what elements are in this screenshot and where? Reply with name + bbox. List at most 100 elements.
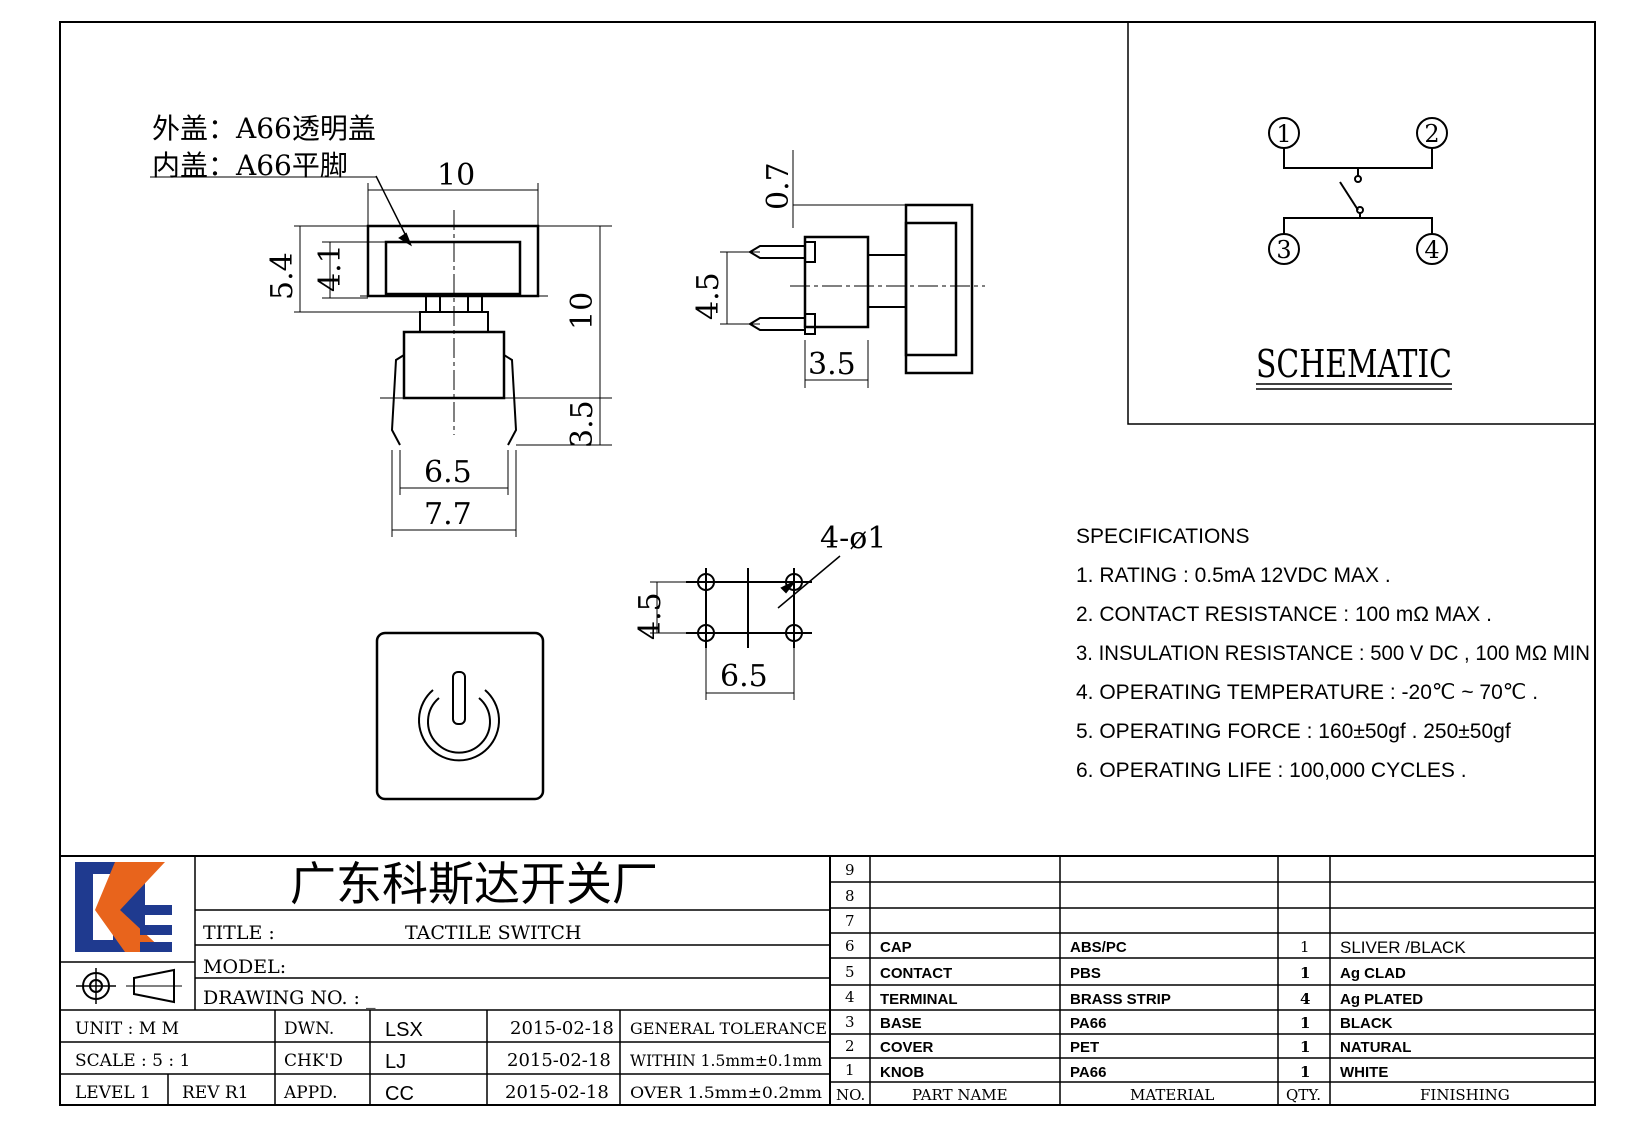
front-view — [150, 175, 612, 446]
spec-item: 4. OPERATING TEMPERATURE : -20℃ ~ 70℃ . — [1076, 681, 1538, 704]
rev-field: REV R1 — [182, 1083, 249, 1103]
schematic-diagram — [1268, 117, 1448, 265]
bom-row-no: 2 — [845, 1037, 855, 1055]
spec-item: 6. OPERATING LIFE : 100,000 CYCLES . — [1076, 759, 1467, 782]
bom-material: PA66 — [1070, 1015, 1106, 1032]
dim-holes: 4-ø1 — [820, 521, 886, 556]
bom-finish: WHITE — [1340, 1064, 1388, 1081]
bom-part: CONTACT — [880, 965, 952, 982]
top-view — [375, 631, 545, 801]
bom-finish: BLACK — [1340, 1015, 1393, 1032]
bom-row-no: 8 — [845, 887, 855, 905]
dim-5-4: 5.4 — [265, 252, 300, 300]
bom-qty: 1 — [1300, 1014, 1310, 1032]
bom-finish: NATURAL — [1340, 1039, 1411, 1056]
unit-field: UNIT : M M — [75, 1019, 179, 1039]
bom-header-part: PART NAME — [912, 1086, 1008, 1104]
appd-date: 2015-02-18 — [505, 1082, 609, 1103]
spec-item: 3. INSULATION RESISTANCE : 500 V DC , 10… — [1076, 642, 1590, 665]
bom-table: 9 8 7 6 CAP ABS/PC 1 SLIVER /BLACK 5 CON… — [836, 861, 1510, 1104]
front-dims — [294, 183, 612, 537]
tolerance-general: GENERAL TOLERANCE — [630, 1019, 827, 1038]
bom-part: BASE — [880, 1015, 922, 1032]
scale-field: SCALE : 5 : 1 — [75, 1051, 190, 1071]
bom-qty: 1 — [1300, 964, 1310, 982]
dim-6-5-bottom: 6.5 — [424, 455, 472, 490]
bom-qty: 1 — [1300, 1038, 1310, 1056]
bom-header-qty: QTY. — [1286, 1086, 1321, 1104]
title-label: TITLE : — [203, 922, 275, 944]
spec-item: 1. RATING : 0.5mA 12VDC MAX . — [1076, 564, 1391, 587]
pin-2-label: 2 — [1424, 120, 1439, 148]
note-inner-cap: 内盖：A66平脚 — [152, 149, 348, 182]
dim-4-5-side: 4.5 — [691, 272, 726, 320]
model-label: MODEL: — [203, 956, 286, 978]
bom-qty: 1 — [1300, 1063, 1310, 1081]
tolerance-over: OVER 1.5mm±0.2mm — [630, 1083, 822, 1102]
bom-part: CAP — [880, 939, 912, 956]
spec-item: 2. CONTACT RESISTANCE : 100 mΩ MAX . — [1076, 603, 1492, 626]
chk-label: CHK'D — [284, 1051, 343, 1071]
bom-row-no: 9 — [845, 861, 855, 879]
dim-10-top: 10 — [437, 158, 475, 193]
bom-material: PBS — [1070, 965, 1101, 982]
level-field: LEVEL 1 — [75, 1083, 151, 1103]
appd-label: APPD. — [283, 1083, 338, 1103]
company-logo — [75, 862, 172, 952]
side-dims — [720, 150, 906, 388]
sheet-border — [59, 21, 1596, 1106]
bom-finish: Ag PLATED — [1340, 991, 1423, 1008]
title-block-grid — [60, 855, 1595, 1105]
dwn-name: LSX — [385, 1019, 423, 1041]
power-icon — [418, 671, 500, 762]
projection-symbol-icon — [76, 968, 182, 1004]
note-outer-cap: 外盖：A66透明盖 — [152, 112, 376, 145]
bom-header-no: NO. — [836, 1086, 865, 1104]
bom-qty: 4 — [1300, 990, 1310, 1008]
bom-row-no: 4 — [845, 988, 855, 1006]
dwn-date: 2015-02-18 — [510, 1018, 614, 1039]
bom-finish: SLIVER /BLACK — [1340, 938, 1466, 957]
pin-1-label: 1 — [1276, 120, 1291, 148]
schematic-title: SCHEMATIC — [1256, 342, 1452, 386]
chk-date: 2015-02-18 — [507, 1050, 611, 1071]
bom-material: ABS/PC — [1070, 939, 1127, 956]
specifications: SPECIFICATIONS 1. RATING : 0.5mA 12VDC M… — [1076, 525, 1590, 782]
appd-name: CC — [385, 1083, 414, 1105]
bom-header-material: MATERIAL — [1130, 1086, 1214, 1104]
bom-part: COVER — [880, 1039, 934, 1056]
bom-part: KNOB — [880, 1064, 924, 1081]
dim-10-side: 10 — [565, 292, 600, 330]
company-name: 广东科斯达开关厂 — [290, 857, 658, 911]
bom-row-no: 3 — [845, 1013, 855, 1031]
spec-item: 5. OPERATING FORCE : 160±50gf . 250±50gf — [1076, 720, 1511, 743]
schematic-panel — [1127, 21, 1596, 425]
dim-3-5-right: 3.5 — [565, 400, 600, 448]
bom-material: PET — [1070, 1039, 1099, 1056]
bom-row-no: 7 — [845, 912, 855, 930]
bom-finish: Ag CLAD — [1340, 965, 1406, 982]
pcb-hole-pattern — [650, 555, 841, 700]
title-value: TACTILE SWITCH — [405, 922, 581, 944]
bom-row-no: 5 — [845, 963, 855, 981]
dim-3-5-side: 3.5 — [808, 347, 856, 382]
tolerance-within: WITHIN 1.5mm±0.1mm — [630, 1051, 822, 1070]
dim-6-5-pcb: 6.5 — [720, 659, 768, 694]
pin-4-label: 4 — [1424, 236, 1439, 264]
bom-material: BRASS STRIP — [1070, 991, 1171, 1008]
chk-name: LJ — [385, 1051, 406, 1073]
spec-heading: SPECIFICATIONS — [1076, 525, 1249, 548]
bom-header-finish: FINISHING — [1420, 1086, 1510, 1104]
bom-qty: 1 — [1300, 938, 1310, 956]
drawing-no-label: DRAWING NO. : _ — [203, 987, 376, 1009]
dwn-label: DWN. — [284, 1019, 334, 1039]
pin-3-label: 3 — [1276, 236, 1291, 264]
dim-4-5-pcb: 4.5 — [633, 592, 668, 640]
dim-0-7: 0.7 — [761, 162, 796, 210]
bom-part: TERMINAL — [880, 991, 958, 1008]
dim-4-1: 4.1 — [313, 244, 348, 292]
dim-7-7: 7.7 — [424, 497, 472, 532]
bom-material: PA66 — [1070, 1064, 1106, 1081]
bom-row-no: 6 — [845, 937, 855, 955]
